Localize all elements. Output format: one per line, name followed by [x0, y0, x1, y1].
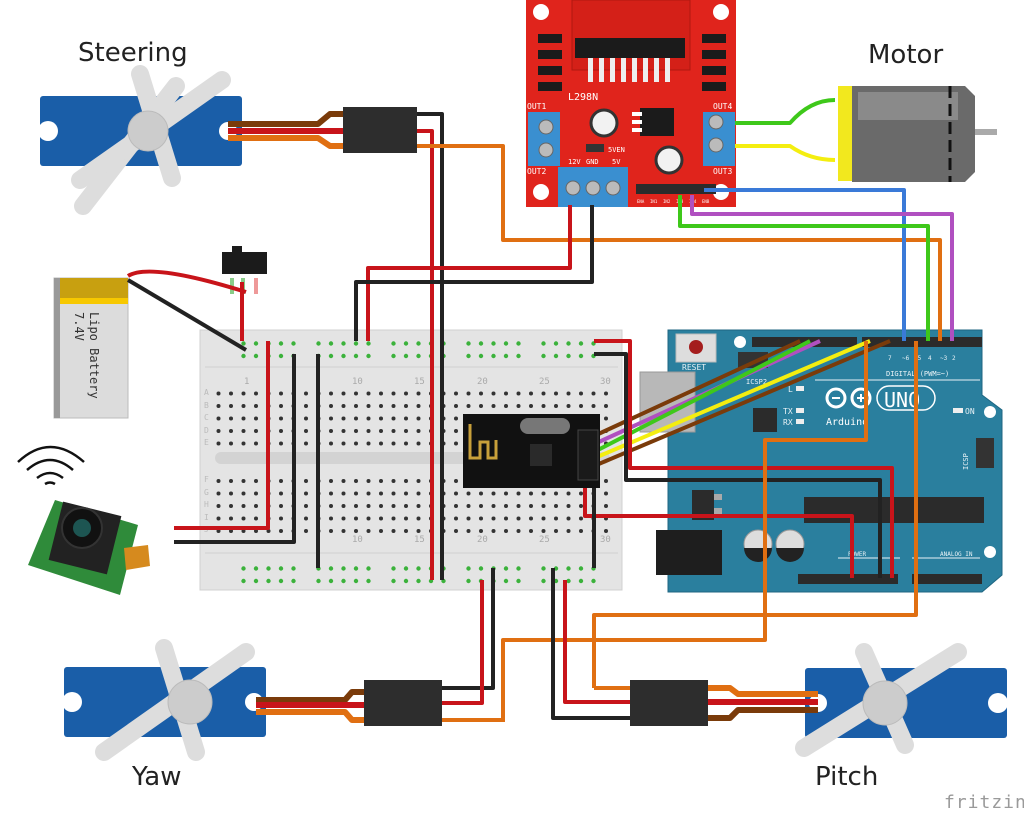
svg-text:OUT4: OUT4 [713, 102, 732, 111]
bb-col-25: 25 [539, 377, 550, 387]
connector-yaw [364, 680, 442, 726]
led-rx [796, 419, 804, 424]
svg-text:ICSP2: ICSP2 [746, 378, 767, 386]
connector-steering [343, 107, 417, 153]
bb-col-15: 15 [414, 377, 425, 387]
led-on [953, 408, 963, 413]
led-l [796, 386, 804, 391]
svg-text:ENA: ENA [637, 199, 645, 204]
svg-text:ICSP: ICSP [962, 453, 970, 470]
svg-text:2: 2 [952, 355, 956, 362]
svg-text:ENB: ENB [702, 199, 710, 204]
svg-text:L: L [788, 385, 793, 394]
analog-header [912, 574, 982, 584]
svg-text:I: I [204, 513, 209, 522]
wires [126, 98, 954, 726]
reset-button[interactable] [675, 333, 717, 363]
usb-chip [753, 408, 777, 432]
servo-yaw [62, 639, 266, 761]
svg-text:20: 20 [477, 535, 488, 545]
dc-motor [838, 86, 997, 182]
svg-text:25: 25 [539, 535, 550, 545]
reset-label: RESET [682, 363, 706, 372]
svg-text:F: F [204, 475, 209, 484]
svg-text:D: D [204, 426, 209, 435]
svg-text:G: G [204, 488, 209, 497]
bb-col-1: 1 [244, 377, 249, 387]
svg-text:E: E [204, 438, 209, 447]
control-header [636, 184, 716, 194]
servo-steering [38, 65, 242, 215]
svg-text:ON: ON [965, 407, 975, 416]
battery-label: Lipo Battery [87, 312, 101, 399]
nrf24l01-module [463, 414, 600, 488]
svg-text:ANALOG IN: ANALOG IN [940, 551, 973, 558]
power-header [798, 574, 898, 584]
svg-text:IN2: IN2 [663, 199, 671, 204]
arduino-brand: Arduino [826, 417, 868, 428]
breadboard-rail-bottom [239, 560, 600, 585]
svg-text:5V: 5V [612, 158, 621, 166]
fritzing-watermark: fritzing [944, 792, 1024, 813]
svg-text:~6: ~6 [902, 355, 910, 362]
led-tx [796, 408, 804, 413]
svg-text:~3: ~3 [940, 355, 948, 362]
connector-pitch [630, 680, 708, 726]
chip-label: L298N [568, 92, 598, 103]
label-yaw: Yaw [132, 762, 182, 792]
svg-text:IN1: IN1 [650, 199, 658, 204]
motor-shaft [975, 129, 997, 135]
svg-text:30: 30 [600, 535, 611, 545]
svg-text:RX: RX [783, 418, 793, 427]
svg-text:7: 7 [888, 355, 892, 362]
wifi-icon [17, 445, 85, 486]
svg-text:TX: TX [783, 407, 793, 416]
bb-col-30: 30 [600, 377, 611, 387]
svg-text:B: B [204, 401, 209, 410]
bb-col-20: 20 [477, 377, 488, 387]
svg-text:4: 4 [928, 355, 932, 362]
svg-text:GND: GND [586, 158, 599, 166]
bb-col-10: 10 [352, 377, 363, 387]
svg-text:C: C [204, 413, 209, 422]
label-steering: Steering [78, 38, 188, 68]
breadboard-rail-top [239, 336, 600, 361]
power-jack [656, 530, 722, 575]
svg-text:A: A [204, 388, 209, 397]
servo-pitch [795, 643, 1008, 757]
icsp-header [976, 438, 994, 468]
battery-voltage: 7.4V [72, 312, 86, 341]
svg-text:POWER: POWER [848, 551, 866, 558]
label-pitch: Pitch [815, 762, 879, 792]
lipo-battery: Lipo Battery 7.4V [53, 277, 129, 419]
svg-text:OUT3: OUT3 [713, 167, 732, 176]
svg-text:15: 15 [414, 535, 425, 545]
l298n-motor-driver: L298N OUT1 OUT2 OUT4 OUT3 12V GND 5V 5VE… [526, 0, 736, 207]
svg-text:OUT1: OUT1 [527, 102, 546, 111]
svg-text:OUT2: OUT2 [527, 167, 546, 176]
svg-text:12V: 12V [568, 158, 581, 166]
label-motor: Motor [868, 40, 944, 70]
svg-text:5VEN: 5VEN [608, 146, 625, 154]
camera-module [28, 500, 150, 595]
svg-text:10: 10 [352, 535, 363, 545]
arduino-logo-icon [825, 385, 936, 411]
svg-text:H: H [204, 500, 209, 509]
